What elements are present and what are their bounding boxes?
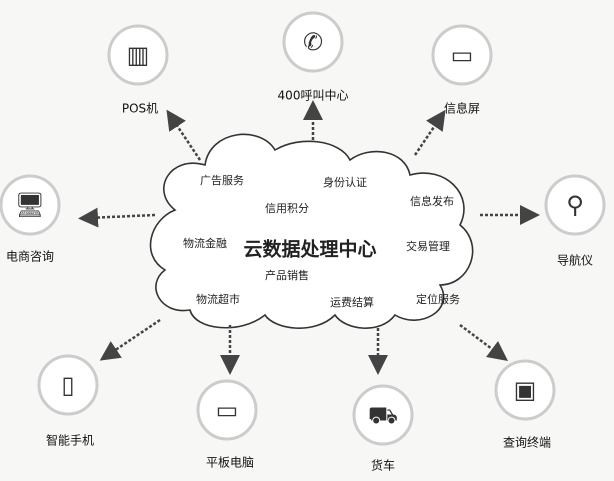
cloud-shape xyxy=(149,133,474,329)
node-label: 400呼叫中心 xyxy=(277,88,349,103)
smartphone-icon: ▯ xyxy=(61,371,74,399)
pos-terminal-icon: ▥ xyxy=(127,41,150,69)
truck-icon: ⛟ xyxy=(368,401,398,429)
node-circle xyxy=(282,11,344,73)
service-label: 物流超市 xyxy=(196,293,240,306)
service-label: 身份认证 xyxy=(323,176,367,189)
node-circle xyxy=(0,174,61,236)
node-label: 导航仪 xyxy=(556,253,594,268)
service-label: 定位服务 xyxy=(416,293,460,306)
node-circle xyxy=(37,354,99,416)
service-label: 广告服务 xyxy=(200,174,244,187)
node-circle xyxy=(196,379,258,441)
service-label: 信息发布 xyxy=(410,195,454,208)
node-label: POS机 xyxy=(121,101,159,116)
node-circle xyxy=(544,174,606,236)
phone-icon: ✆ xyxy=(303,28,323,56)
arrows xyxy=(78,100,540,375)
node-label: 智能手机 xyxy=(45,433,95,448)
node-label: 查询终端 xyxy=(502,435,552,450)
node-circle xyxy=(494,359,556,421)
node-label: 信息屏 xyxy=(443,101,481,116)
node-circle xyxy=(352,384,414,446)
service-label: 运费结算 xyxy=(330,296,374,309)
service-label: 交易管理 xyxy=(406,240,450,253)
center-title: 云数据处理中心 xyxy=(243,238,377,261)
location-pin-icon: ⚲ xyxy=(566,191,584,219)
node-label: 货车 xyxy=(370,458,396,473)
node-label: 电商咨询 xyxy=(5,249,55,264)
node-label: 平板电脑 xyxy=(205,455,255,470)
service-label: 信用积分 xyxy=(265,202,309,215)
node-circle xyxy=(107,24,169,86)
desktop-computer-icon: 🖥 xyxy=(15,191,45,219)
kiosk-icon: ▣ xyxy=(514,376,537,404)
service-label: 产品销售 xyxy=(265,269,309,282)
service-label: 物流金融 xyxy=(183,237,227,250)
node-circle xyxy=(431,24,493,86)
tablet-icon: ▭ xyxy=(216,396,239,424)
monitor-icon: ▭ xyxy=(451,41,474,69)
node-circles: ▥ ✆ ▭ 🖥 ⚲ ▯ ▭ ⛟ ▣ xyxy=(0,11,606,446)
